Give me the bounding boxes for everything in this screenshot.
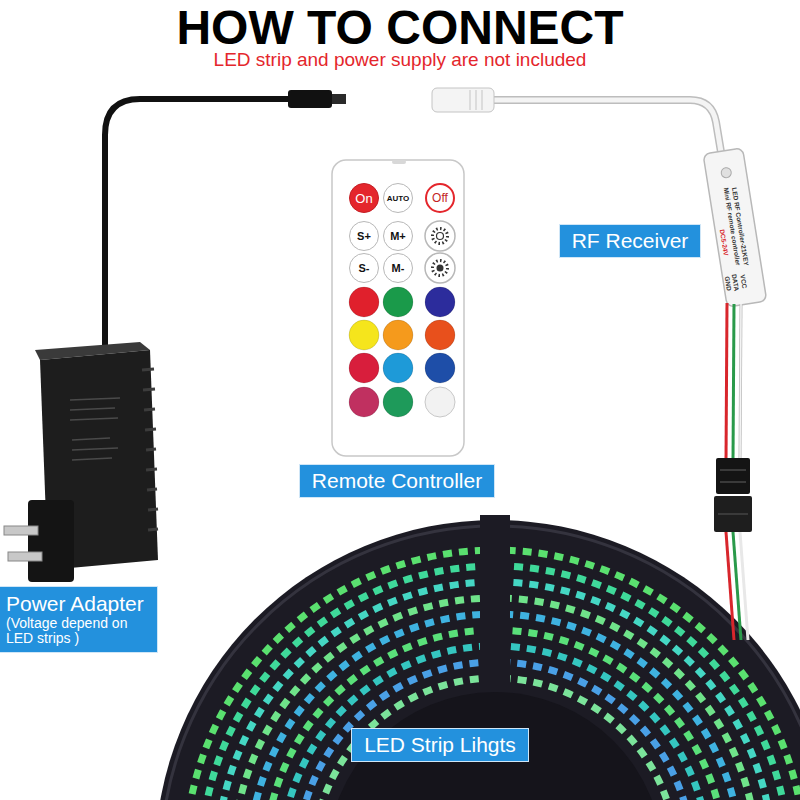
white-cable <box>492 100 721 152</box>
dc-plug-tip <box>332 94 346 104</box>
remote-button: On <box>349 183 379 213</box>
callout-tag: LED Strip Lihgts <box>351 728 529 762</box>
note-text: LED strip and power supply are not inclu… <box>214 49 587 71</box>
jack-ribs <box>470 90 482 110</box>
node-note: (Voltage depend on LED strips ) <box>6 616 151 646</box>
white-cable-edge <box>492 100 721 152</box>
adapter-print <box>70 398 120 460</box>
power-adapter-drawing <box>4 330 158 582</box>
receiver-case <box>703 148 767 307</box>
remote-button: AUTO <box>383 183 413 213</box>
node-label: AUTO <box>387 194 410 203</box>
jst-female <box>714 496 752 532</box>
rf-receiver-drawing <box>703 148 767 307</box>
node-label: Off <box>432 191 448 205</box>
adapter-plug-face <box>28 500 74 582</box>
node-label: On <box>355 191 372 206</box>
coil-reel <box>155 520 800 800</box>
dc-cable <box>105 99 290 332</box>
jst-ridges <box>718 470 748 514</box>
node-label: M- <box>392 262 405 274</box>
adapter-ribs <box>142 369 158 530</box>
remote-button: S+ <box>349 221 379 251</box>
color-buttons <box>349 287 455 417</box>
node-label: RF Receiver <box>572 229 689 253</box>
led-row <box>313 678 677 800</box>
remote-body <box>332 160 464 456</box>
plug-prong <box>4 526 38 535</box>
node-label: S- <box>359 262 370 274</box>
remote-drawing <box>332 160 464 456</box>
remote-emitter <box>392 160 406 164</box>
brightness-button <box>425 221 455 251</box>
node-label: Remote Controller <box>312 469 482 493</box>
node-label: Power Adapter <box>6 591 151 616</box>
receiver-wires <box>726 303 741 460</box>
node-label: M+ <box>390 230 406 242</box>
coil-hub <box>327 692 663 800</box>
page-title: HOW TO CONNECT <box>0 2 800 54</box>
strip-wires <box>726 532 748 640</box>
remote-button: S- <box>349 253 379 283</box>
dc-plug <box>288 90 332 108</box>
node-label: S+ <box>357 230 371 242</box>
callout-tag: Power Adapter(Voltage depend on LED stri… <box>0 586 158 653</box>
remote-button: M- <box>383 253 413 283</box>
remote-button: M+ <box>383 221 413 251</box>
receiver-button <box>721 167 732 178</box>
plug-prong <box>8 552 42 561</box>
led-strip-coil <box>155 515 800 800</box>
remote-button: Off <box>425 183 455 213</box>
dc-jack <box>432 88 494 112</box>
callout-tag: Remote Controller <box>299 464 495 498</box>
callout-tag: RF Receiver <box>559 224 702 258</box>
jst-male <box>716 458 750 494</box>
node-label: LED Strip Lihgts <box>364 733 516 757</box>
brightness-button <box>425 253 455 283</box>
